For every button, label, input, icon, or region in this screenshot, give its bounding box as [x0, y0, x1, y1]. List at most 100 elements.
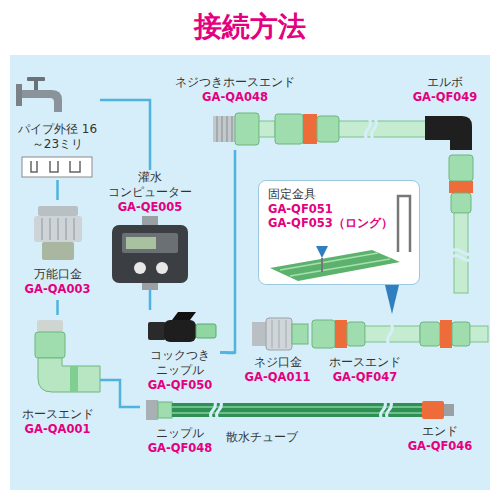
watering-computer: [134, 262, 146, 274]
pipe-connector: [100, 100, 150, 170]
bracket-pointer: [385, 285, 399, 314]
top-fitting-row: [275, 114, 303, 144]
part-label: 万能口金GA-QA003: [15, 200, 100, 300]
pipe-connector: [149, 290, 152, 310]
sprinkler-tube: [158, 402, 172, 418]
universal-tap-connector: [41, 218, 43, 240]
middle-fitting-row: [440, 320, 452, 348]
universal-tap-connector: [49, 218, 51, 240]
model-number: GA-QF050: [140, 378, 220, 392]
cock-nipple: [196, 324, 216, 338]
sprinkler-tube: [211, 399, 216, 421]
part-name: エルボ: [405, 75, 485, 90]
model-number: GA-QF053（ロング）: [268, 216, 419, 230]
top-fitting-row: [221, 116, 223, 142]
top-fitting-row: [231, 116, 233, 142]
part-label: ニップルGA-QF048: [140, 398, 220, 458]
top-fitting-row: [451, 193, 471, 213]
universal-tap-connector: [65, 218, 67, 240]
top-fitting-row: [366, 117, 371, 141]
sprinkler-tube: [217, 399, 222, 421]
top-fitting-row: [213, 113, 474, 293]
watering-computer: [142, 283, 158, 290]
staked-tube: [290, 259, 390, 276]
bracket-pointer: [385, 285, 399, 314]
part-label: エルボGA-QF049: [405, 75, 485, 155]
watering-computer: [122, 233, 178, 253]
fixing-staple: [398, 196, 410, 252]
faucet-illustration: [16, 84, 22, 106]
diagram-title: 接続方法: [0, 8, 500, 46]
cock-nipple: [148, 312, 216, 342]
pipe-size-icons: [70, 161, 80, 172]
watering-computer: [142, 216, 158, 226]
top-fitting-row: [235, 113, 259, 145]
universal-tap-connector: [34, 206, 82, 260]
faucet-illustration: [27, 77, 45, 81]
faucet-illustration: [22, 90, 62, 112]
cock-nipple: [164, 320, 196, 342]
part-name: コックつき ニップル: [140, 348, 220, 378]
inlet-note: パイプ外径 16～23ミリ: [15, 80, 100, 180]
top-fitting-row: [216, 116, 218, 142]
middle-fitting-row: [388, 322, 393, 346]
part-name: ニップル: [140, 426, 220, 441]
middle-fitting-row: [347, 322, 365, 346]
panel-background: [10, 55, 490, 490]
fixing-staple: [398, 196, 410, 252]
faucet-illustration: [34, 80, 38, 90]
model-number: GA-QF046: [395, 439, 485, 453]
hose-end-elbow: [37, 320, 63, 332]
sprinkler-tube: [422, 401, 444, 419]
sprinkler-tube: [146, 400, 158, 420]
cock-nipple: [172, 312, 196, 320]
sprinkler-tube: [146, 399, 454, 421]
top-fitting-row: [226, 116, 228, 142]
middle-fitting-row: [272, 320, 273, 348]
top-fitting-row: [303, 114, 317, 144]
tube-name: 散水チューブ: [226, 430, 298, 445]
model-number: GA-QE005: [105, 200, 195, 214]
part-name: ネジつきホースエンド: [170, 75, 300, 90]
middle-fitting-row: [279, 320, 280, 348]
part-label: ホースエンドGA-QA001: [15, 315, 100, 445]
pipe-connector: [56, 300, 59, 315]
model-number: GA-QA011: [235, 370, 320, 384]
top-fitting-row: [449, 155, 473, 181]
top-fitting-row: [339, 121, 427, 137]
top-fitting-row: [449, 181, 473, 193]
hose-end-elbow: [70, 366, 78, 392]
model-number: GA-QF048: [140, 441, 220, 455]
staked-tube: [270, 246, 400, 281]
part-label: コックつき ニップルGA-QF050: [140, 310, 220, 395]
universal-tap-connector: [42, 242, 74, 260]
part-name: ネジ口金: [235, 355, 320, 370]
middle-fitting-row: [420, 322, 440, 346]
callout-box: 固定金具GA-QF051GA-QF053（ロング）: [258, 180, 420, 285]
sprinkler-tube: [387, 399, 392, 421]
universal-tap-connector: [34, 216, 82, 242]
part-name: 灌水 コンピューター: [105, 170, 195, 200]
pipe-size-icons: [31, 161, 37, 172]
watering-computer: [112, 216, 188, 290]
model-number: GA-QA048: [170, 90, 300, 104]
model-number: GA-QA001: [15, 422, 100, 436]
model-number: GA-QF047: [320, 370, 410, 384]
middle-fitting-row: [470, 326, 488, 342]
pipe-connector: [220, 150, 235, 353]
top-fitting-row: [450, 250, 474, 255]
watering-computer: [126, 237, 156, 249]
pipe-size-icons: [22, 157, 92, 177]
hose-end-elbow: [35, 332, 65, 358]
part-label: ホースエンドGA-QF047: [320, 313, 410, 393]
middle-fitting-row: [252, 318, 488, 350]
part-label: ネジ口金GA-QA011: [235, 313, 320, 393]
watering-computer: [112, 225, 188, 283]
middle-fitting-row: [286, 320, 287, 348]
pipe-connector: [56, 180, 59, 200]
universal-tap-connector: [38, 206, 78, 216]
part-name: パイプ外径 16～23ミリ: [15, 122, 100, 152]
middle-fitting-row: [292, 324, 308, 344]
